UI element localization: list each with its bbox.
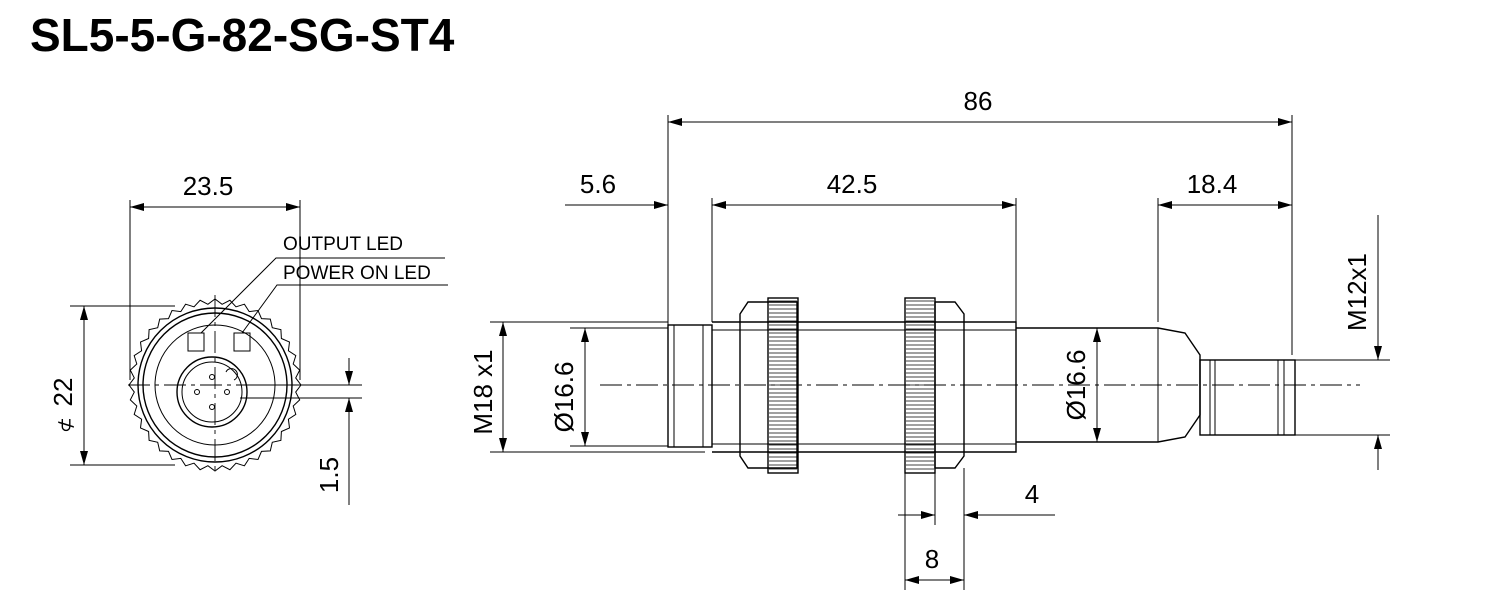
- power-on-led: [233, 332, 251, 352]
- connector-inner-circle: [181, 361, 243, 423]
- overall-length-dimension: 86: [964, 86, 993, 116]
- output-led: [187, 332, 205, 352]
- connector-key: [225, 368, 238, 381]
- body-thread-label: M18 x1: [468, 349, 498, 434]
- front-diameter-label: Ø16.6: [549, 362, 579, 433]
- connector-circle: [176, 356, 248, 428]
- output-led-label: OUTPUT LED: [283, 234, 403, 255]
- thread-length-dimension: 42.5: [827, 169, 878, 199]
- lens-length-dimension: 5.6: [580, 169, 616, 199]
- pin-offset-dimension: 1.5: [314, 457, 344, 493]
- mounting-nut-rear: [904, 297, 965, 474]
- threaded-body: [712, 321, 1017, 453]
- side-view: 86 5.6 42.5 18.4 M18 x1 Ø16.6 Ø16.6 M12x…: [468, 86, 1390, 590]
- connector-thread-label: M12x1: [1342, 253, 1372, 331]
- nut-width-dimension: 8: [925, 544, 939, 574]
- pin-2: [224, 389, 230, 395]
- lens-cap: [667, 324, 713, 448]
- page-title: SL5-5-G-82-SG-ST4: [30, 9, 455, 61]
- pin-3: [209, 374, 215, 380]
- width-dimension: 23.5: [183, 171, 234, 201]
- pin-4: [209, 404, 215, 410]
- m12-connector: [1199, 359, 1296, 436]
- front-view: OUTPUT LED POWER ON LED 23.5 22 ⊄ 1.5: [48, 171, 448, 505]
- pin-1: [194, 389, 200, 395]
- rear-diameter-label: Ø16.6: [1061, 350, 1091, 421]
- connector-length-dimension: 18.4: [1187, 169, 1238, 199]
- depth-symbol: ⊄: [56, 417, 77, 433]
- mounting-nut-front: [739, 297, 799, 474]
- height-dimension: 22: [48, 378, 78, 407]
- nut-gap-dimension: 4: [1025, 479, 1039, 509]
- power-on-led-label: POWER ON LED: [283, 263, 431, 284]
